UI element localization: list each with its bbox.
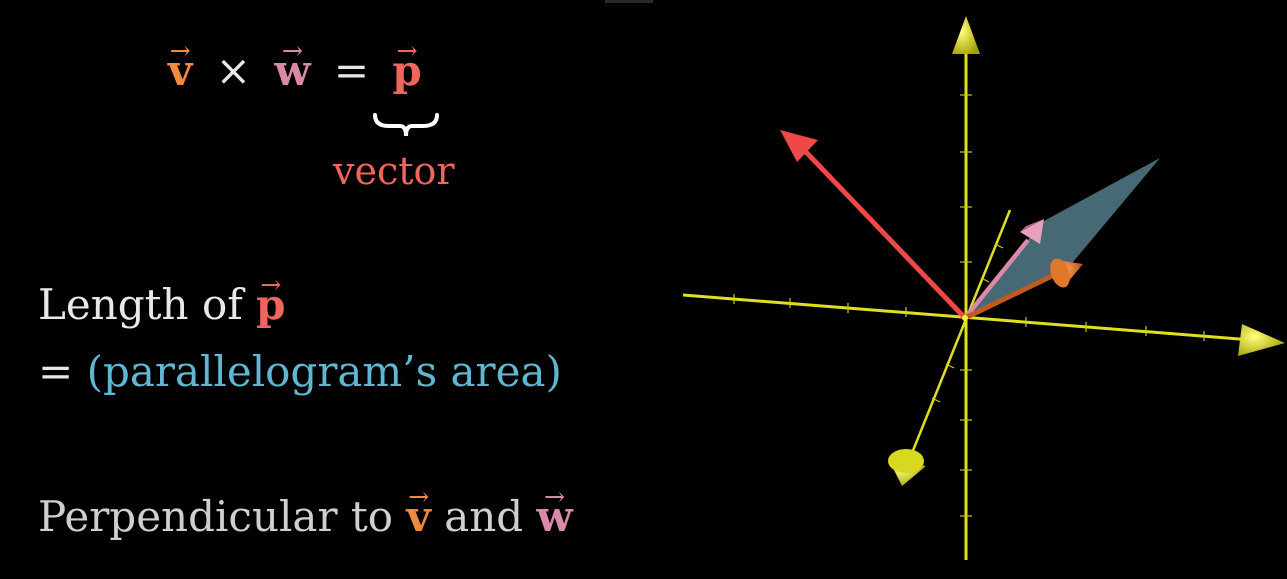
- v-vector: [963, 258, 1083, 321]
- w-arrow-perp: →: [544, 481, 566, 511]
- p-arrow: →: [396, 35, 418, 65]
- parallelogram: [965, 158, 1160, 318]
- length-line: Length of → p: [38, 269, 286, 329]
- cross-product-vector: [780, 130, 967, 320]
- w-vector: [963, 219, 1044, 320]
- p-symbol: → p: [392, 35, 422, 95]
- w-arrow: →: [281, 35, 303, 65]
- 3d-scene: [682, 16, 1285, 560]
- area-equals: =: [38, 347, 74, 396]
- z-axis-arrowhead: [952, 16, 980, 54]
- p-arrow-length: →: [260, 269, 282, 299]
- perpendicular-line: Perpendicular to → v and → w: [38, 481, 573, 541]
- z-axis: [952, 16, 980, 560]
- y-axis: [888, 209, 1012, 486]
- perp-and: and: [444, 492, 524, 541]
- w-symbol-perp: → w: [536, 481, 573, 541]
- area-line: = (parallelogram’s area): [38, 347, 562, 396]
- v-arrow: →: [169, 35, 191, 65]
- cross-product-equation: → v × → w = → p: [168, 35, 422, 95]
- v-symbol-perp: → v: [406, 481, 431, 541]
- perp-prefix: Perpendicular to: [38, 492, 394, 541]
- equals-symbol: =: [333, 46, 370, 95]
- v-symbol: → v: [168, 35, 193, 95]
- origin-point: [962, 315, 968, 321]
- v-arrow-perp: →: [408, 481, 430, 511]
- p-symbol-length: → p: [256, 269, 286, 329]
- vector-label: vector: [333, 149, 455, 193]
- times-symbol: ×: [215, 46, 251, 95]
- underbrace: [373, 113, 439, 137]
- length-prefix: Length of: [38, 280, 243, 329]
- y-axis-arrowhead: [888, 449, 926, 486]
- x-axis-arrowhead: [1238, 324, 1285, 356]
- top-bar-marker: [605, 0, 653, 3]
- w-symbol: → w: [274, 35, 311, 95]
- area-text: (parallelogram’s area): [86, 347, 562, 396]
